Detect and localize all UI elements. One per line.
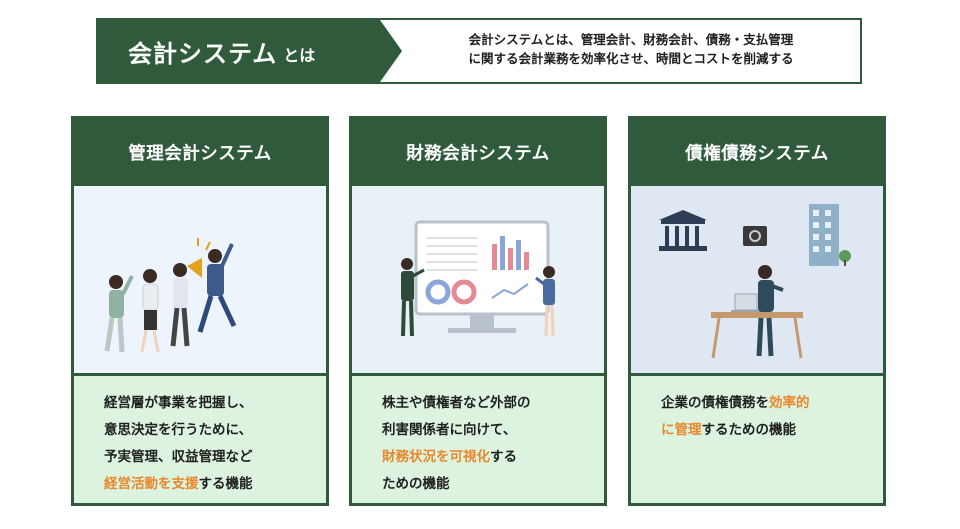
card-title: 債権債務システム bbox=[631, 119, 883, 186]
highlight-text: 効率的 bbox=[769, 395, 810, 411]
highlight-text: に管理 bbox=[661, 422, 702, 438]
banner-desc-line-1: 会計システムとは、管理会計、財務会計、債務・支払管理 bbox=[468, 32, 794, 47]
banner-title-block: 会計システム とは bbox=[98, 20, 380, 82]
header-banner: 会計システム とは 会計システムとは、管理会計、財務会計、債務・支払管理 に関す… bbox=[96, 18, 862, 84]
desc-line: 予実管理、収益管理など bbox=[104, 449, 253, 465]
card-description: 経営層が事業を把握し、 意思決定を行うために、 予実管理、収益管理など 経営活動… bbox=[74, 373, 326, 503]
highlight-text: 経営活動を支援 bbox=[104, 476, 199, 492]
card-description: 企業の債権債務を効率的 に管理するための機能 bbox=[631, 373, 883, 503]
banner-description: 会計システムとは、管理会計、財務会計、債務・支払管理 に関する会計業務を効率化さ… bbox=[416, 30, 846, 68]
desc-text: する bbox=[490, 449, 517, 465]
highlight-text: 財務状況を可視化 bbox=[382, 449, 490, 465]
desc-line: 経営層が事業を把握し、 bbox=[104, 395, 253, 411]
card-title: 管理会計システム bbox=[74, 119, 326, 186]
desc-text: するための機能 bbox=[701, 422, 797, 438]
card-financial-accounting: 財務会計システム bbox=[349, 116, 607, 506]
presentation-illustration bbox=[352, 186, 604, 373]
banner-desc-line-2: に関する会計業務を効率化させ、時間とコストを削減する bbox=[468, 51, 794, 66]
office-worker-illustration bbox=[631, 186, 883, 373]
desc-line: 意思決定を行うために、 bbox=[104, 422, 253, 438]
desc-line: 株主や債権者など外部の bbox=[382, 395, 531, 411]
desc-line: 企業の債権債務を効率的 bbox=[661, 390, 869, 417]
desc-line: 利害関係者に向けて、 bbox=[382, 422, 517, 438]
desc-line: 財務状況を可視化する bbox=[382, 444, 590, 471]
card-title: 財務会計システム bbox=[352, 119, 604, 186]
banner-title-suffix: とは bbox=[283, 46, 316, 65]
banner-title: 会計システム bbox=[128, 39, 278, 68]
banner-arrow bbox=[380, 20, 402, 82]
card-receivables-payables: 債権債務システム bbox=[628, 116, 886, 506]
desc-text: 企業の債権債務を bbox=[661, 395, 769, 411]
desc-line: 経営活動を支援する機能 bbox=[104, 471, 312, 498]
desc-text: する機能 bbox=[198, 476, 253, 492]
desc-line: に管理するための機能 bbox=[661, 417, 869, 444]
card-description: 株主や債権者など外部の 利害関係者に向けて、 財務状況を可視化する ための機能 bbox=[352, 373, 604, 503]
card-management-accounting: 管理会計システム bbox=[71, 116, 329, 506]
desc-line: ための機能 bbox=[382, 476, 450, 492]
team-celebration-illustration bbox=[74, 186, 326, 373]
